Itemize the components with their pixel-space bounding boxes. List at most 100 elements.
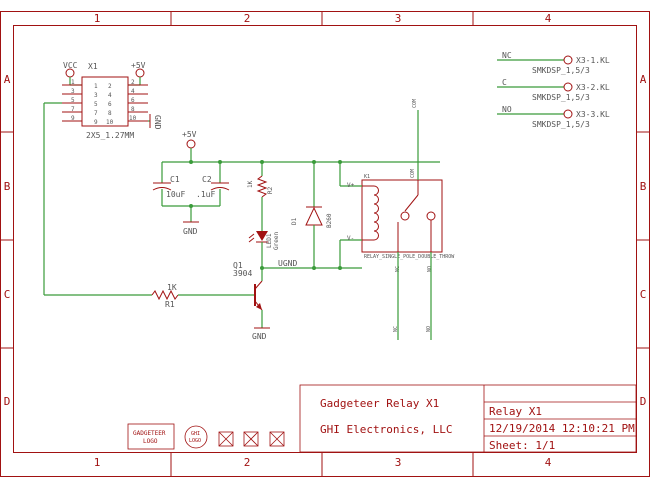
relay-output-nets bbox=[397, 110, 432, 340]
title-block bbox=[299, 384, 637, 453]
x3-3-ref: X3-3.KL bbox=[576, 110, 610, 119]
c1-value: 10uF bbox=[166, 190, 185, 199]
ghi-logo-line2: LOGO bbox=[189, 438, 201, 444]
x1-pin-outer-left: 9 bbox=[71, 115, 75, 122]
terminal-x3-1 bbox=[497, 55, 573, 65]
x3-1-ref: X3-1.KL bbox=[576, 56, 610, 65]
r2-ref: R2 bbox=[267, 186, 274, 194]
resistor-r1 bbox=[151, 289, 250, 301]
x1-pin-outer-left: 1 bbox=[71, 79, 75, 86]
c2-value: .1uF bbox=[196, 190, 215, 199]
q1-value: 3904 bbox=[233, 269, 252, 278]
title-block-sheet: Sheet: 1/1 bbox=[489, 439, 555, 452]
p5v-cap-symbol bbox=[186, 139, 196, 149]
relay-coil bbox=[373, 185, 379, 241]
x1-pin-outer-left: 5 bbox=[71, 97, 75, 104]
r1-value: 1K bbox=[167, 283, 177, 292]
relay-com-pin: COM bbox=[410, 169, 416, 178]
row-label-left-a: A bbox=[4, 73, 11, 86]
q1-ref: Q1 bbox=[233, 261, 243, 270]
transistor-q1 bbox=[250, 266, 362, 329]
x3-1-net: NC bbox=[502, 51, 512, 60]
ghi-logo bbox=[184, 425, 208, 449]
control-wire bbox=[43, 102, 152, 296]
relay-vplus: V+ bbox=[347, 182, 355, 189]
x1-pin-outer-right: 8 bbox=[131, 106, 135, 113]
x3-2-value: SMKDSP_1,5/3 bbox=[532, 93, 590, 102]
led-section bbox=[248, 160, 268, 268]
x3-3-net: NO bbox=[502, 105, 512, 114]
col-label-bottom-1: 1 bbox=[94, 456, 101, 469]
row-label-left-d: D bbox=[4, 395, 11, 408]
x1-pin-outer-right: 10 bbox=[129, 115, 137, 122]
row-label-right-a: A bbox=[640, 73, 647, 86]
relay-no-pin: NO bbox=[427, 266, 433, 272]
row-label-left-b: B bbox=[4, 180, 11, 193]
x1-pin-inner-right: 4 bbox=[108, 92, 112, 99]
c1-ref: C1 bbox=[170, 175, 180, 184]
vcc-supply-symbol bbox=[65, 68, 75, 78]
x3-1-value: SMKDSP_1,5/3 bbox=[532, 66, 590, 75]
x1-pin-inner-left: 5 bbox=[94, 101, 98, 108]
col-label-bottom-3: 3 bbox=[395, 456, 402, 469]
x1-pin-inner-right: 6 bbox=[108, 101, 112, 108]
x1-body bbox=[81, 76, 129, 127]
row-label-right-b: B bbox=[640, 180, 647, 193]
no-net-label: NO bbox=[426, 326, 432, 332]
x1-gnd-label: GND bbox=[153, 115, 162, 130]
terminal-x3-3 bbox=[497, 109, 573, 119]
relay-k1 bbox=[338, 160, 443, 270]
gadgeteer-logo-line1: GADGETEER bbox=[133, 430, 166, 437]
x1-pin-outer-right: 6 bbox=[131, 97, 135, 104]
q1-gnd-label: GND bbox=[252, 332, 267, 341]
p5v-label-cap: +5V bbox=[182, 130, 197, 139]
relay-part-name: RELAY_SINGLE_POLE_DOUBLE_THROW bbox=[364, 254, 455, 260]
row-label-left-c: C bbox=[4, 288, 11, 301]
title-block-name: Relay X1 bbox=[489, 405, 542, 418]
gadgeteer-logo bbox=[127, 423, 175, 450]
ugnd-label: UGND bbox=[278, 259, 297, 268]
vcc-label: VCC bbox=[63, 61, 78, 70]
x1-pin-inner-left: 3 bbox=[94, 92, 98, 99]
relay-nc-contact bbox=[400, 211, 410, 221]
d1-ref: D1 bbox=[291, 217, 298, 225]
r2-value: 1K bbox=[247, 180, 254, 188]
p5v-label-top: +5V bbox=[131, 61, 146, 70]
col-label-top-2: 2 bbox=[244, 12, 251, 25]
led1-ref: LED1 bbox=[266, 233, 273, 248]
col-label-top-4: 4 bbox=[545, 12, 552, 25]
x1-pin-inner-right: 2 bbox=[108, 83, 112, 90]
led1-symbol bbox=[256, 231, 268, 241]
d1-value: B260 bbox=[326, 213, 333, 228]
col-label-top-1: 1 bbox=[94, 12, 101, 25]
col-label-bottom-2: 2 bbox=[244, 456, 251, 469]
title-block-date: 12/19/2014 12:10:21 PM bbox=[489, 422, 635, 435]
c2-ref: C2 bbox=[202, 175, 212, 184]
diode-d1 bbox=[305, 160, 323, 270]
row-label-right-d: D bbox=[640, 395, 647, 408]
x3-2-net: C bbox=[502, 78, 507, 87]
led1-color: Green bbox=[273, 232, 280, 250]
r1-ref: R1 bbox=[165, 300, 175, 309]
x1-pin-inner-left: 9 bbox=[94, 119, 98, 126]
cap-gnd-label: GND bbox=[183, 227, 198, 236]
x3-2-ref: X3-2.KL bbox=[576, 83, 610, 92]
com-net-label: COM bbox=[412, 99, 418, 108]
nc-net-label: NC bbox=[393, 326, 399, 332]
row-label-right-c: C bbox=[640, 288, 647, 301]
x1-pin-outer-right: 2 bbox=[131, 79, 135, 86]
col-label-top-3: 3 bbox=[395, 12, 402, 25]
x3-3-value: SMKDSP_1,5/3 bbox=[532, 120, 590, 129]
x1-pin-outer-left: 3 bbox=[71, 88, 75, 95]
gadgeteer-logo-line2: LOGO bbox=[143, 438, 158, 445]
x1-pin-inner-right: 8 bbox=[108, 110, 112, 117]
x1-pin-outer-left: 7 bbox=[71, 106, 75, 113]
x1-pin-inner-left: 7 bbox=[94, 110, 98, 117]
capacitor-section bbox=[152, 139, 440, 223]
x1-ref: X1 bbox=[88, 62, 98, 71]
title-block-company: GHI Electronics, LLC bbox=[320, 423, 452, 436]
relay-ref: K1 bbox=[364, 174, 370, 180]
relay-body bbox=[361, 179, 443, 253]
fiducial-marks bbox=[218, 431, 285, 447]
